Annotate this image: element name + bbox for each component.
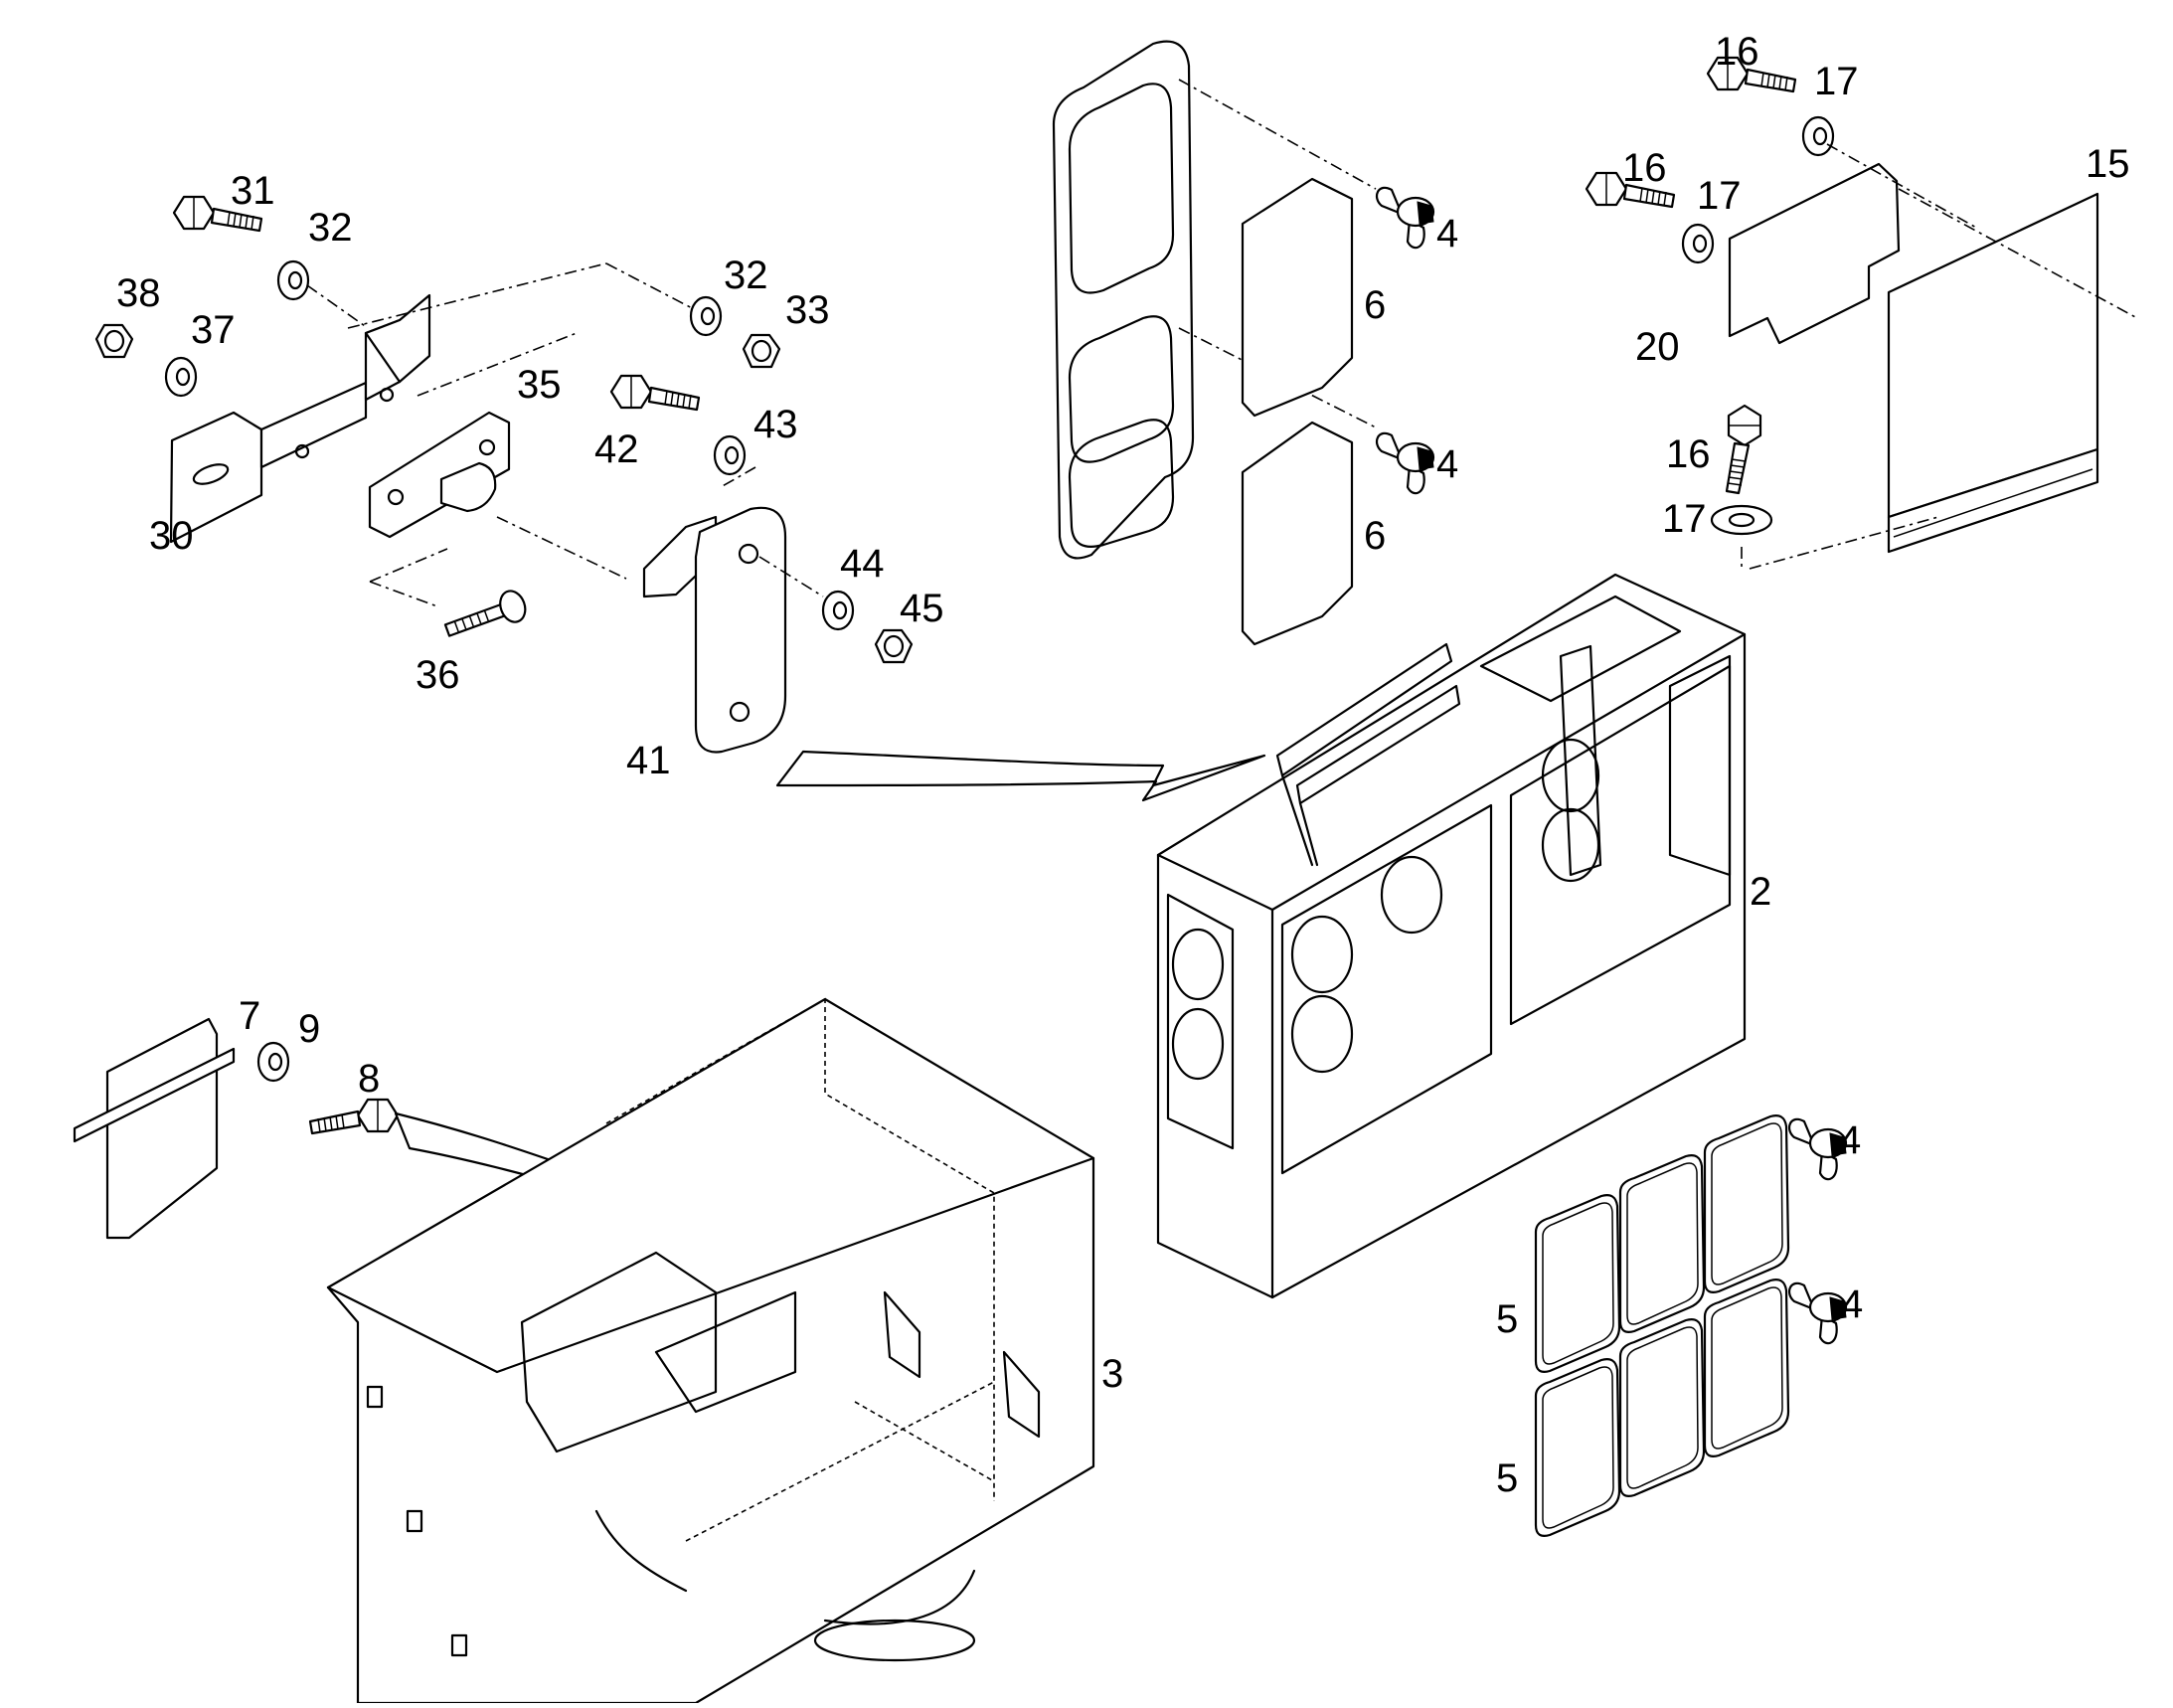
callout-4b: 4 bbox=[1436, 442, 1458, 486]
callout-45: 45 bbox=[900, 587, 944, 630]
callout-20: 20 bbox=[1635, 325, 1680, 369]
callout-4d: 4 bbox=[1841, 1282, 1863, 1326]
callout-9: 9 bbox=[298, 1007, 320, 1051]
callout-43: 43 bbox=[753, 403, 798, 446]
callout-16a: 16 bbox=[1715, 30, 1759, 74]
callout-16c: 16 bbox=[1666, 432, 1711, 476]
callout-37: 37 bbox=[191, 308, 236, 352]
callout-42: 42 bbox=[594, 427, 639, 471]
callout-8: 8 bbox=[358, 1057, 380, 1101]
callout-17b: 17 bbox=[1697, 174, 1742, 218]
callout-16b: 16 bbox=[1622, 146, 1667, 190]
callout-32b: 32 bbox=[724, 254, 768, 297]
callout-38: 38 bbox=[116, 271, 161, 315]
callout-2: 2 bbox=[1750, 870, 1771, 914]
callout-31: 31 bbox=[231, 169, 275, 213]
callout-17c: 17 bbox=[1662, 497, 1707, 541]
callout-35: 35 bbox=[517, 363, 562, 407]
callout-4c: 4 bbox=[1839, 1118, 1861, 1162]
callout-32a: 32 bbox=[308, 206, 353, 250]
callout-44: 44 bbox=[840, 542, 885, 586]
callout-7: 7 bbox=[239, 994, 260, 1038]
callout-41: 41 bbox=[626, 739, 671, 782]
callout-30: 30 bbox=[149, 514, 194, 558]
callout-5b: 5 bbox=[1496, 1456, 1518, 1500]
callout-5a: 5 bbox=[1496, 1297, 1518, 1341]
callout-33: 33 bbox=[785, 288, 830, 332]
callout-4a: 4 bbox=[1436, 212, 1458, 256]
callout-3: 3 bbox=[1101, 1352, 1123, 1396]
callout-17a: 17 bbox=[1814, 60, 1859, 103]
callout-15: 15 bbox=[2086, 142, 2130, 186]
callout-36: 36 bbox=[416, 653, 460, 697]
callout-6b: 6 bbox=[1364, 514, 1386, 558]
callout-6a: 6 bbox=[1364, 283, 1386, 327]
